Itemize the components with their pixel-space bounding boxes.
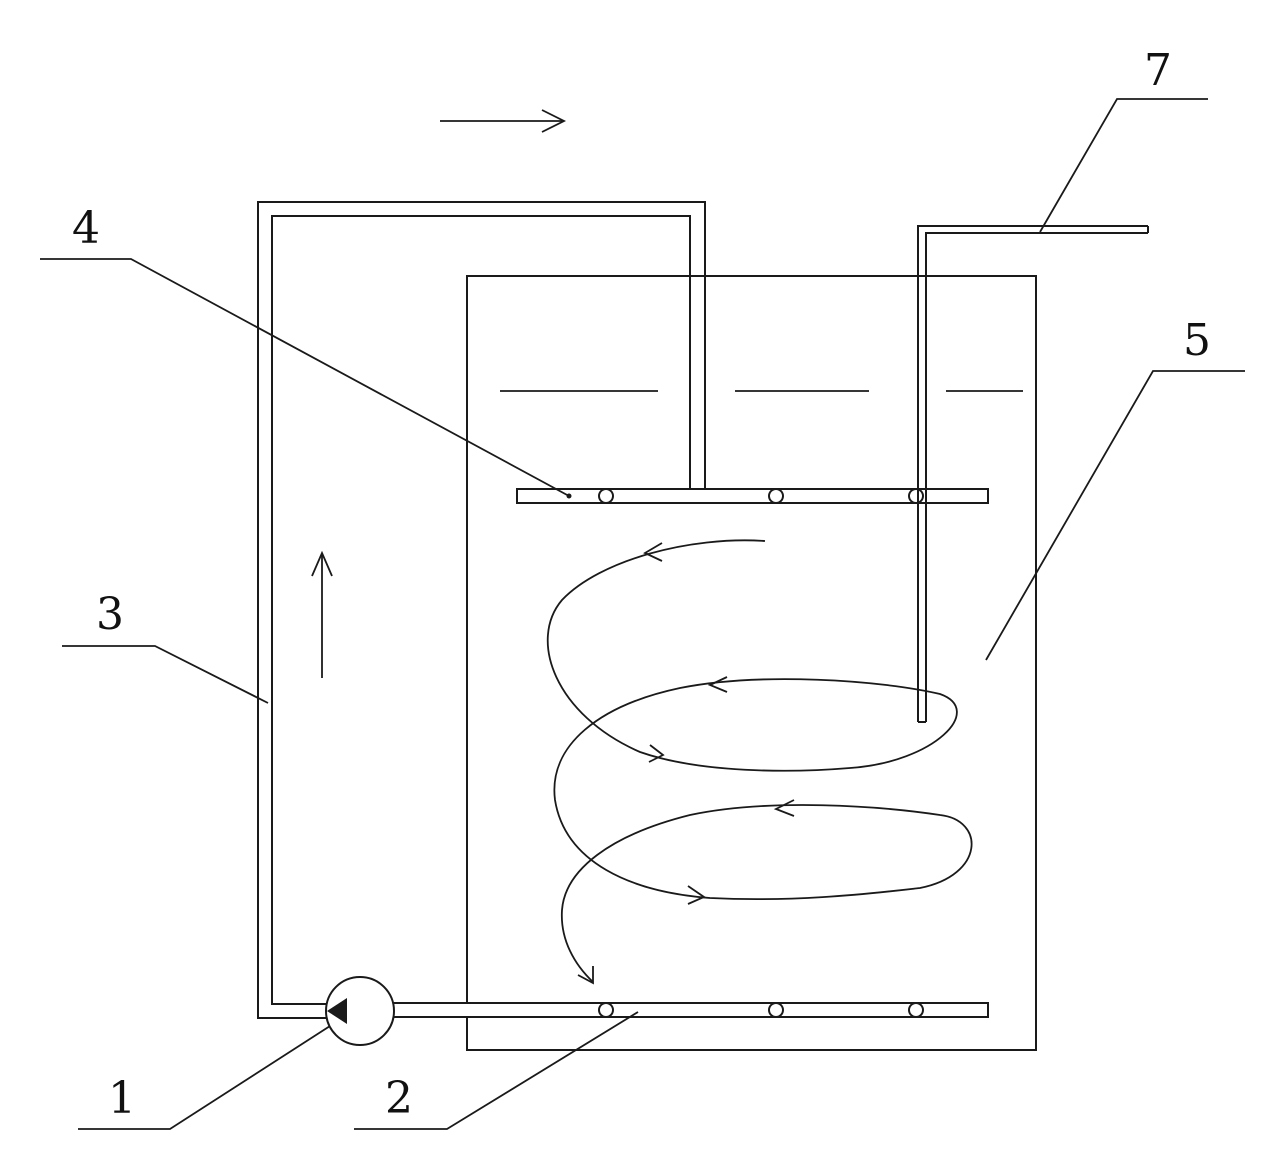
label-tank: 5 (1183, 315, 1211, 366)
leader-lines (40, 98, 1245, 1130)
spiral-flow (546, 539, 973, 985)
flow-arrow-right (440, 109, 567, 133)
pump (325, 976, 395, 1046)
label-top-pipe: 4 (72, 203, 100, 254)
pipe-hole (598, 488, 614, 504)
return-pipe (257, 201, 706, 1019)
top-perforated-pipe (516, 488, 989, 504)
flow-arrow-up (311, 550, 333, 678)
pipe-hole (768, 488, 784, 504)
label-return-pipe: 3 (96, 589, 124, 640)
spiral-arrow (687, 885, 706, 905)
pump-icon (327, 998, 347, 1024)
spiral-arrow (643, 542, 663, 562)
spiral-arrow (577, 966, 594, 985)
label-outlet-pipe: 7 (1144, 45, 1172, 96)
bottom-perforated-pipe (392, 1002, 989, 1018)
outlet-pipe (917, 225, 1149, 723)
pipe-hole (768, 1002, 784, 1018)
spiral-arrow (648, 744, 665, 763)
pipe-hole (598, 1002, 614, 1018)
pipe-hole (908, 488, 924, 504)
label-bottom-pipe: 2 (385, 1073, 413, 1124)
label-pump: 1 (108, 1073, 136, 1124)
spiral-arrow (773, 799, 795, 817)
spiral-arrow (707, 676, 728, 693)
tank (466, 275, 1037, 1051)
pipe-hole (908, 1002, 924, 1018)
